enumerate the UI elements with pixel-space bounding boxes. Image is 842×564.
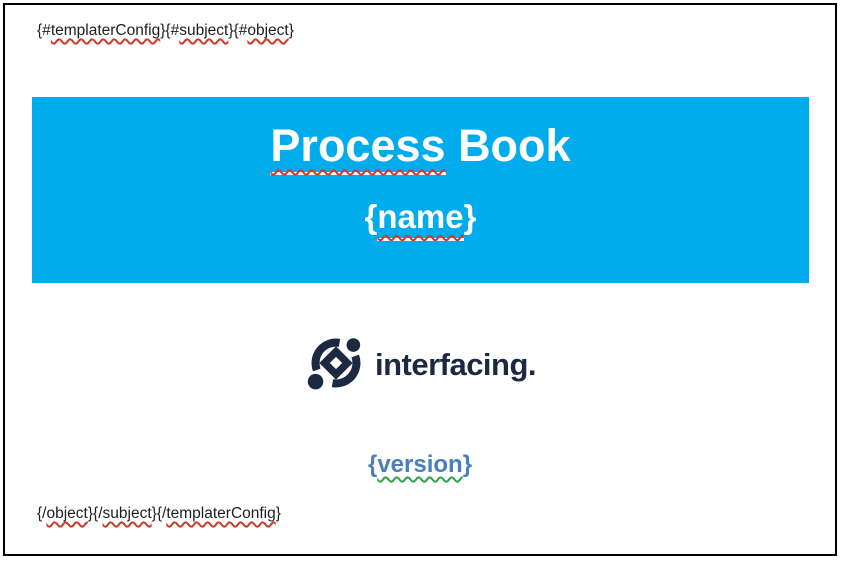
tag-delimiter: {# bbox=[165, 22, 180, 39]
interfacing-logo: interfacing. bbox=[5, 330, 835, 396]
title-word-underlined: Process bbox=[270, 120, 446, 176]
templater-close-tags: {/object}{/subject}{/templaterConfig} bbox=[37, 505, 281, 524]
title-word-book: Book bbox=[458, 120, 571, 171]
version-open-brace: { bbox=[367, 451, 378, 478]
tag-word: templaterConfig bbox=[50, 22, 161, 39]
name-placeholder: {name} bbox=[32, 199, 809, 241]
tag-delimiter: {/ bbox=[93, 505, 103, 522]
tag-delimiter: } bbox=[288, 22, 294, 39]
document-page: {#templaterConfig}{#subject}{#object} Pr… bbox=[3, 3, 837, 556]
title-word-process: Process bbox=[270, 120, 446, 171]
version-close-brace: } bbox=[462, 451, 473, 478]
document-title: Process Book bbox=[32, 120, 809, 176]
name-open-brace: { bbox=[364, 198, 378, 236]
tag-word: templaterConfig bbox=[166, 505, 276, 522]
name-word-underlined: name bbox=[377, 198, 464, 241]
tag-word: object bbox=[247, 22, 289, 39]
tag-delimiter: {# bbox=[233, 22, 248, 39]
title-banner: Process Book {name} bbox=[32, 97, 809, 283]
version-placeholder: {version} bbox=[5, 451, 835, 480]
version-word: version bbox=[377, 451, 463, 478]
interfacing-orbit-diamond-icon bbox=[307, 338, 361, 390]
tag-delimiter: } bbox=[87, 505, 94, 522]
tag-delimiter: } bbox=[275, 505, 281, 522]
tag-delimiter: {/ bbox=[156, 505, 167, 522]
tag-delimiter: {/ bbox=[37, 505, 47, 522]
tag-delimiter: } bbox=[151, 505, 157, 522]
templater-open-tags: {#templaterConfig}{#subject}{#object} bbox=[37, 22, 294, 41]
tag-delimiter: } bbox=[228, 22, 234, 39]
tag-delimiter: {# bbox=[37, 22, 51, 39]
tag-word: subject bbox=[102, 505, 152, 522]
tag-delimiter: } bbox=[160, 22, 166, 39]
tag-word: subject bbox=[179, 22, 229, 39]
tag-word: object bbox=[46, 505, 88, 522]
name-word: name bbox=[377, 198, 464, 236]
name-close-brace: } bbox=[463, 198, 477, 236]
interfacing-logo-text: interfacing. bbox=[374, 346, 537, 382]
